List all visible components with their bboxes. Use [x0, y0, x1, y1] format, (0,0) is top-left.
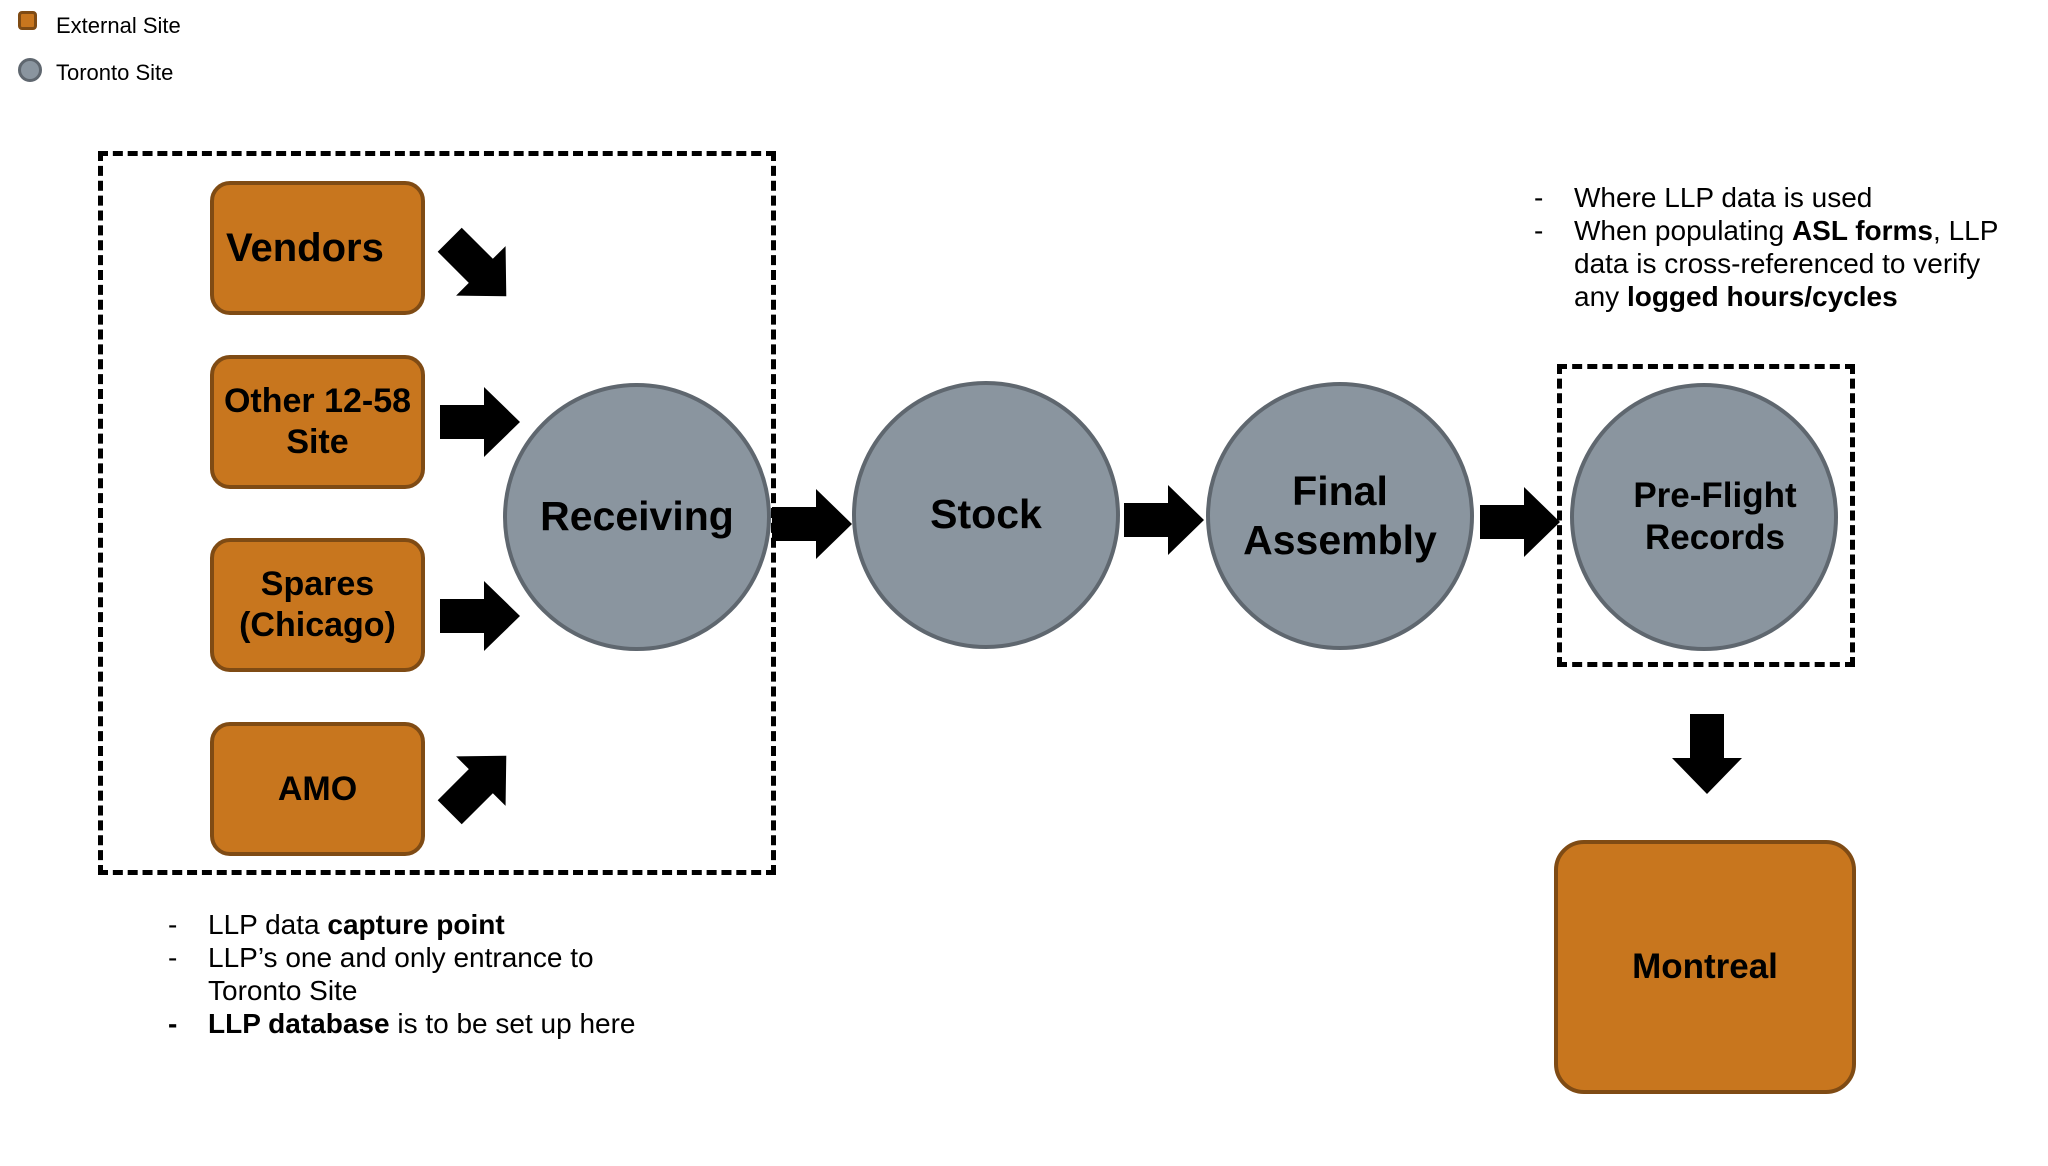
receiving-node: Receiving	[503, 383, 771, 651]
preflight-node: Pre-Flight Records	[1570, 383, 1838, 651]
vendors-label: Vendors	[226, 226, 384, 270]
final-assembly-label-line2: Assembly	[1243, 517, 1437, 563]
amo-box: AMO	[210, 722, 425, 856]
receiving-notes: - LLP data capture point - LLP’s one and…	[168, 908, 636, 1040]
preflight-label-line1: Pre-Flight	[1633, 476, 1797, 515]
spares-label-line1: Spares	[260, 565, 375, 604]
preflight-notes: - Where LLP data is used - When populati…	[1534, 181, 1998, 313]
receiving-to-stock-arrow	[772, 489, 852, 559]
receiving-note-3: - LLP database is to be set up here	[168, 1008, 636, 1039]
preflight-to-montreal-arrow	[1672, 714, 1742, 794]
receiving-note-2: - LLP’s one and only entrance to Toronto…	[168, 942, 594, 1006]
legend-external-swatch	[18, 11, 37, 30]
vendors-to-receiving-arrow	[437, 227, 507, 297]
final-assembly-node: Final Assembly	[1206, 382, 1474, 650]
amo-to-receiving-arrow	[437, 755, 507, 825]
montreal-box: Montreal	[1554, 840, 1856, 1094]
other-site-label-line2: Site	[286, 423, 349, 461]
spares-box: Spares (Chicago)	[210, 538, 425, 672]
stock-to-final-assembly-arrow	[1124, 485, 1204, 555]
other-site-to-receiving-arrow	[440, 387, 520, 457]
amo-label: AMO	[277, 769, 358, 808]
final-assembly-to-preflight-arrow	[1480, 487, 1560, 557]
stock-node: Stock	[852, 381, 1120, 649]
spares-to-receiving-arrow	[440, 581, 520, 651]
other-site-label-line1: Other 12-58	[223, 382, 412, 421]
legend-external-label: External Site	[56, 13, 181, 38]
receiving-note-1: - LLP data capture point	[168, 909, 505, 940]
vendors-box: Vendors	[210, 181, 425, 315]
preflight-group-box	[1557, 364, 1855, 667]
legend-toronto-label: Toronto Site	[56, 60, 174, 85]
preflight-label-line2: Records	[1644, 518, 1786, 557]
other-site-box: Other 12-58 Site	[210, 355, 425, 489]
preflight-note-2: - When populating ASL forms, LLP data is…	[1534, 215, 1999, 312]
stock-label: Stock	[930, 491, 1042, 538]
receiving-label: Receiving	[540, 493, 734, 540]
montreal-label: Montreal	[1632, 947, 1778, 986]
preflight-note-1: - Where LLP data is used	[1534, 182, 1873, 213]
final-assembly-label-line1: Final	[1292, 467, 1388, 514]
legend-toronto-swatch	[18, 58, 42, 82]
spares-label-line2: (Chicago)	[239, 606, 396, 644]
